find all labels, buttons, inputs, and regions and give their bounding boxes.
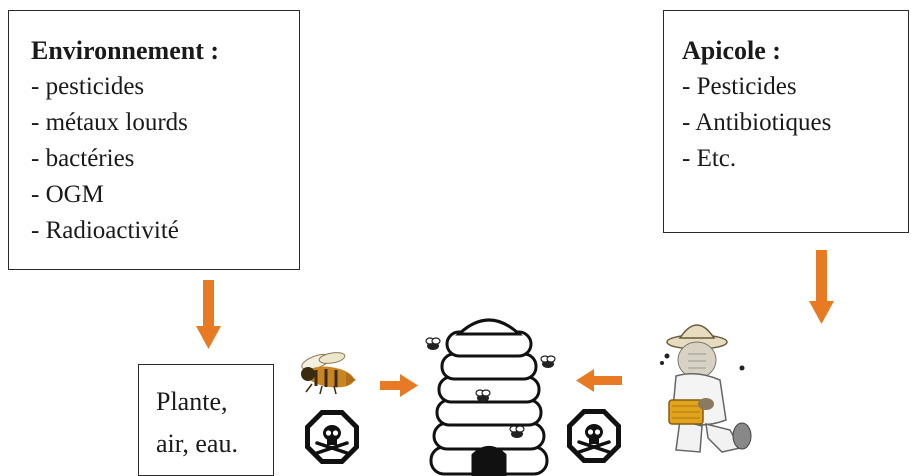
beekeeper-icon xyxy=(660,324,752,453)
plante-box: Plante, air, eau. xyxy=(138,364,274,476)
poison-sign-icon xyxy=(305,410,359,464)
poison-sign-icon xyxy=(567,409,621,463)
list-item: - pesticides xyxy=(31,73,145,100)
arrow-down-left xyxy=(196,280,221,349)
apicole-box: Apicole : - Pesticides - Antibiotiques -… xyxy=(663,10,909,233)
arrow-right-to-hive xyxy=(380,374,418,397)
apicole-list: - Pesticides - Antibiotiques - Etc. xyxy=(682,69,908,177)
list-item: - métaux lourds xyxy=(31,109,188,136)
list-item: - Antibiotiques xyxy=(682,109,832,136)
apicole-title: Apicole : xyxy=(682,36,781,65)
arrow-down-right xyxy=(809,250,834,324)
environnement-list: - pesticides - métaux lourds - bactéries… xyxy=(31,69,299,249)
air-eau-label: air, eau. xyxy=(156,429,238,458)
arrow-left-to-hive xyxy=(576,369,622,392)
bee-icon xyxy=(301,352,356,395)
plante-label: Plante, xyxy=(156,387,228,416)
list-item: - Radioactivité xyxy=(31,217,179,244)
list-item: - Pesticides xyxy=(682,73,797,100)
environnement-box: Environnement : - pesticides - métaux lo… xyxy=(8,10,300,270)
list-item: - bactéries xyxy=(31,145,135,172)
list-item: - OGM xyxy=(31,181,104,208)
list-item: - Etc. xyxy=(682,145,737,172)
environnement-title: Environnement : xyxy=(31,36,220,65)
